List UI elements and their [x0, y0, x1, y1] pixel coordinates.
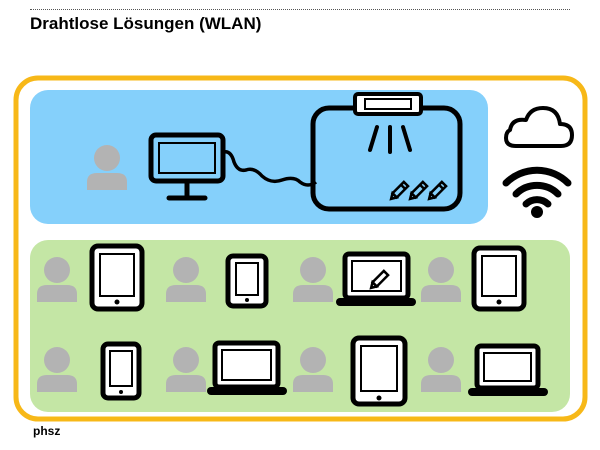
pen-icon — [427, 180, 448, 201]
cloud-icon — [504, 106, 574, 148]
monitor-icon — [148, 132, 226, 201]
phone-icon — [100, 341, 142, 401]
page-title: Drahtlose Lösungen (WLAN) — [30, 14, 262, 33]
top-rule — [30, 9, 570, 10]
laptop-icon — [207, 340, 287, 395]
wifi-icon — [502, 166, 572, 208]
projector-icon — [353, 92, 423, 154]
wifi-dot — [531, 206, 543, 218]
footer-brand: phsz — [33, 424, 61, 438]
tablet-icon — [89, 243, 145, 312]
laptop-with-pen-icon — [336, 251, 416, 306]
phone-icon — [225, 253, 269, 309]
pen-icon — [389, 180, 410, 201]
laptop-icon — [468, 343, 548, 396]
presentation-zone — [30, 90, 488, 224]
cable-icon — [222, 149, 318, 187]
tablet-icon — [471, 245, 527, 312]
pen-icon — [408, 180, 429, 201]
tablet-icon — [350, 335, 408, 407]
